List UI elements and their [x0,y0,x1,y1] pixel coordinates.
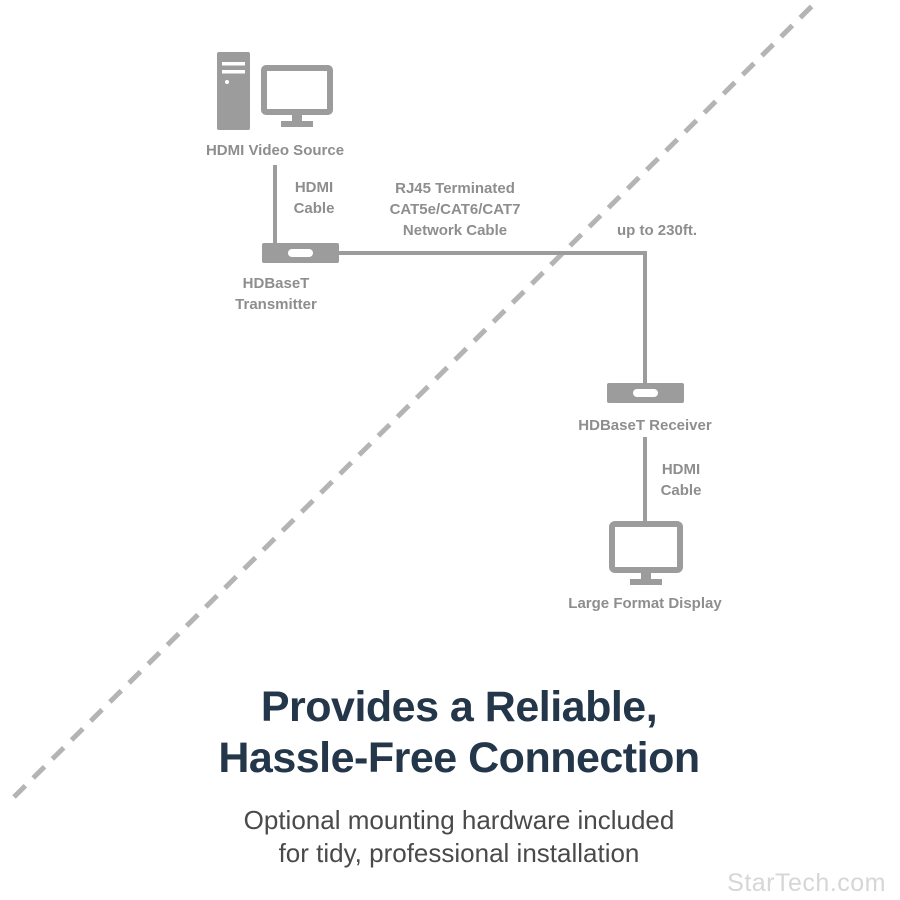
display-icon [609,521,683,585]
network-cable-line [339,251,647,383]
hdmi-cable-label-top-line2: Cable [293,200,335,217]
network-cable-label-line3: Network Cable [402,222,508,239]
hdmi-cable-label-top: HDMI Cable [294,177,335,219]
startech-watermark: StarTech.com [727,869,886,897]
transmitter-label: HDBaseT Transmitter [235,273,317,315]
transmitter-label-line2: Transmitter [235,296,317,313]
hdmi-cable-label-top-line1: HDMI [294,179,334,196]
headline-line1: Provides a Reliable, [260,683,658,731]
subtitle-line1: Optional mounting hardware included [243,805,675,835]
subtitle-line2: for tidy, professional installation [278,838,640,868]
diagonal-dashed-line [12,4,814,799]
network-cable-label: RJ45 Terminated CAT5e/CAT6/CAT7 Network … [390,178,521,241]
hdbaset-receiver-icon [607,383,684,403]
headline: Provides a Reliable, Hassle-Free Connect… [18,682,900,784]
distance-label: up to 230ft. [616,222,698,239]
hdbaset-transmitter-icon [262,243,339,263]
hdmi-cable-label-bottom-line2: Cable [660,482,702,499]
network-cable-label-line1: RJ45 Terminated [395,180,515,197]
source-label: HDMI Video Source [205,142,345,159]
subtitle: Optional mounting hardware included for … [18,804,900,870]
headline-line2: Hassle-Free Connection [218,734,700,782]
network-cable-label-line2: CAT5e/CAT6/CAT7 [389,201,521,218]
computer-source-icon [217,52,333,130]
hdmi-cable-label-bottom-line1: HDMI [661,461,701,478]
hdmi-cable-label-bottom: HDMI Cable [661,459,702,501]
receiver-label: HDBaseT Receiver [578,417,712,434]
display-label: Large Format Display [568,595,722,612]
transmitter-label-line1: HDBaseT [242,275,310,292]
